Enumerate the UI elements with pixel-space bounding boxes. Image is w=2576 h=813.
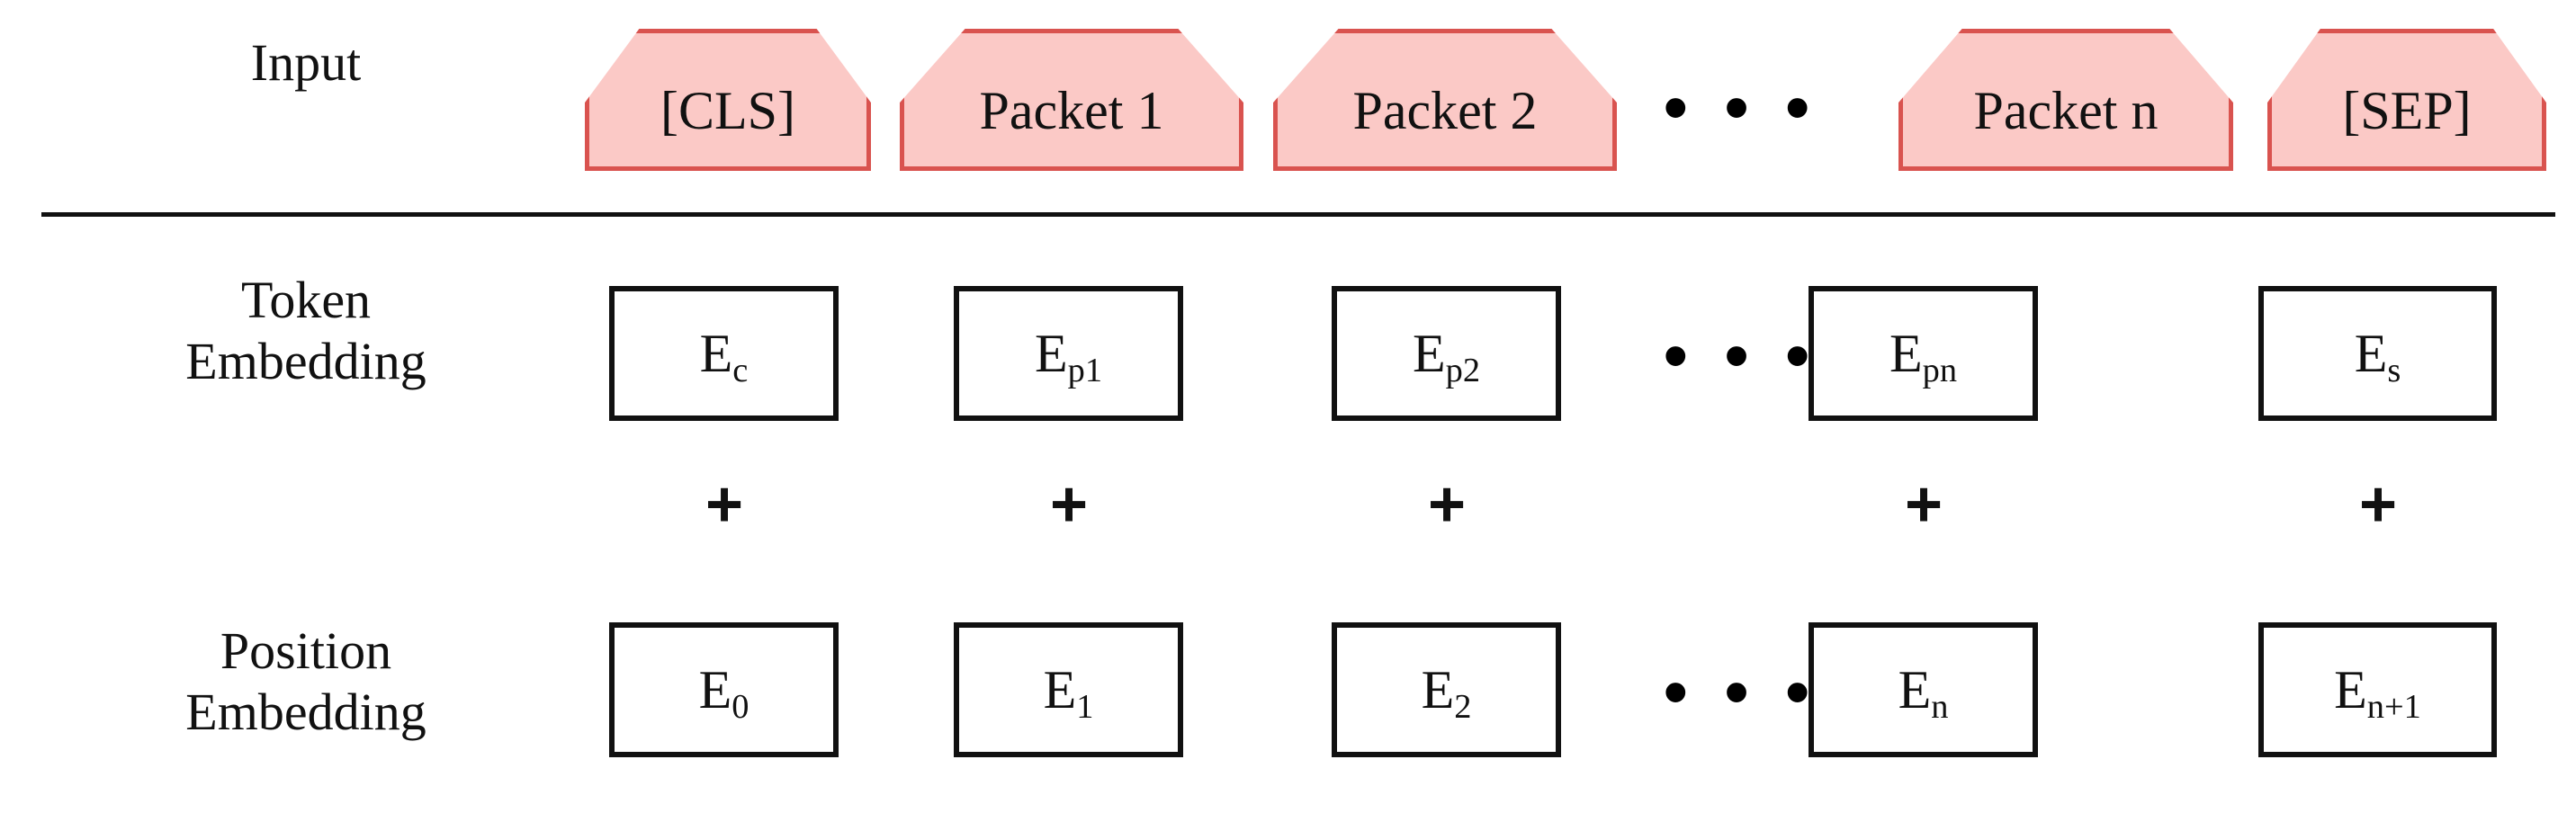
position-embedding-row-ellipsis: • • • bbox=[1663, 654, 1819, 730]
horizontal-divider bbox=[41, 212, 2555, 217]
token-embedding-box-es-label: Es bbox=[2354, 323, 2401, 390]
row-label-position-embedding-line-2: Embedding bbox=[185, 683, 426, 742]
input-token-packet-n[interactable]: Packet n bbox=[1898, 29, 2233, 171]
position-embedding-box-e2[interactable]: E2 bbox=[1332, 622, 1561, 757]
token-embedding-box-ec-label: Ec bbox=[699, 323, 749, 390]
position-embedding-box-e1[interactable]: E1 bbox=[954, 622, 1183, 757]
plus-operator-2: + bbox=[1049, 469, 1089, 541]
input-token-sep-label: [SEP] bbox=[2342, 80, 2472, 140]
position-embedding-box-e1-label: E1 bbox=[1043, 659, 1094, 727]
input-token-packet-1-label: Packet 1 bbox=[979, 80, 1164, 140]
position-embedding-box-e0-label: E0 bbox=[698, 659, 749, 727]
position-embedding-box-en1[interactable]: En+1 bbox=[2258, 622, 2497, 757]
position-embedding-box-e0[interactable]: E0 bbox=[609, 622, 839, 757]
position-embedding-box-en1-label: En+1 bbox=[2334, 659, 2421, 727]
plus-operator-5: + bbox=[2358, 469, 2398, 541]
row-label-token-embedding-line-2: Embedding bbox=[185, 332, 426, 391]
position-embedding-box-en[interactable]: En bbox=[1809, 622, 2038, 757]
row-label-input-line-1: Input bbox=[250, 33, 362, 92]
token-embedding-box-ep1[interactable]: Ep1 bbox=[954, 286, 1183, 421]
token-embedding-row-ellipsis: • • • bbox=[1663, 317, 1819, 394]
position-embedding-box-en-label: En bbox=[1898, 659, 1949, 727]
input-token-sep[interactable]: [SEP] bbox=[2267, 29, 2546, 171]
input-token-packet-1[interactable]: Packet 1 bbox=[900, 29, 1243, 171]
row-label-position-embedding-line-1: Position bbox=[220, 621, 392, 680]
input-token-cls[interactable]: [CLS] bbox=[585, 29, 871, 171]
row-label-input: Input bbox=[54, 32, 558, 94]
input-token-packet-2[interactable]: Packet 2 bbox=[1273, 29, 1617, 171]
input-token-cls-label: [CLS] bbox=[660, 80, 795, 140]
row-label-position-embedding: Position Embedding bbox=[54, 621, 558, 744]
token-embedding-box-ec[interactable]: Ec bbox=[609, 286, 839, 421]
token-embedding-box-es[interactable]: Es bbox=[2258, 286, 2497, 421]
input-token-packet-2-label: Packet 2 bbox=[1352, 80, 1538, 140]
plus-operator-4: + bbox=[1904, 469, 1943, 541]
row-label-token-embedding: Token Embedding bbox=[54, 270, 558, 393]
token-embedding-box-ep2[interactable]: Ep2 bbox=[1332, 286, 1561, 421]
position-embedding-box-e2-label: E2 bbox=[1421, 659, 1472, 727]
token-embedding-box-epn[interactable]: Epn bbox=[1809, 286, 2038, 421]
plus-operator-1: + bbox=[705, 469, 744, 541]
token-embedding-box-ep1-label: Ep1 bbox=[1034, 323, 1103, 390]
token-embedding-box-ep2-label: Ep2 bbox=[1412, 323, 1481, 390]
input-token-packet-n-label: Packet n bbox=[1973, 80, 2159, 140]
row-label-token-embedding-line-1: Token bbox=[240, 271, 372, 329]
token-embedding-box-epn-label: Epn bbox=[1889, 323, 1958, 390]
input-row-ellipsis: • • • bbox=[1663, 69, 1819, 146]
plus-operator-3: + bbox=[1427, 469, 1467, 541]
